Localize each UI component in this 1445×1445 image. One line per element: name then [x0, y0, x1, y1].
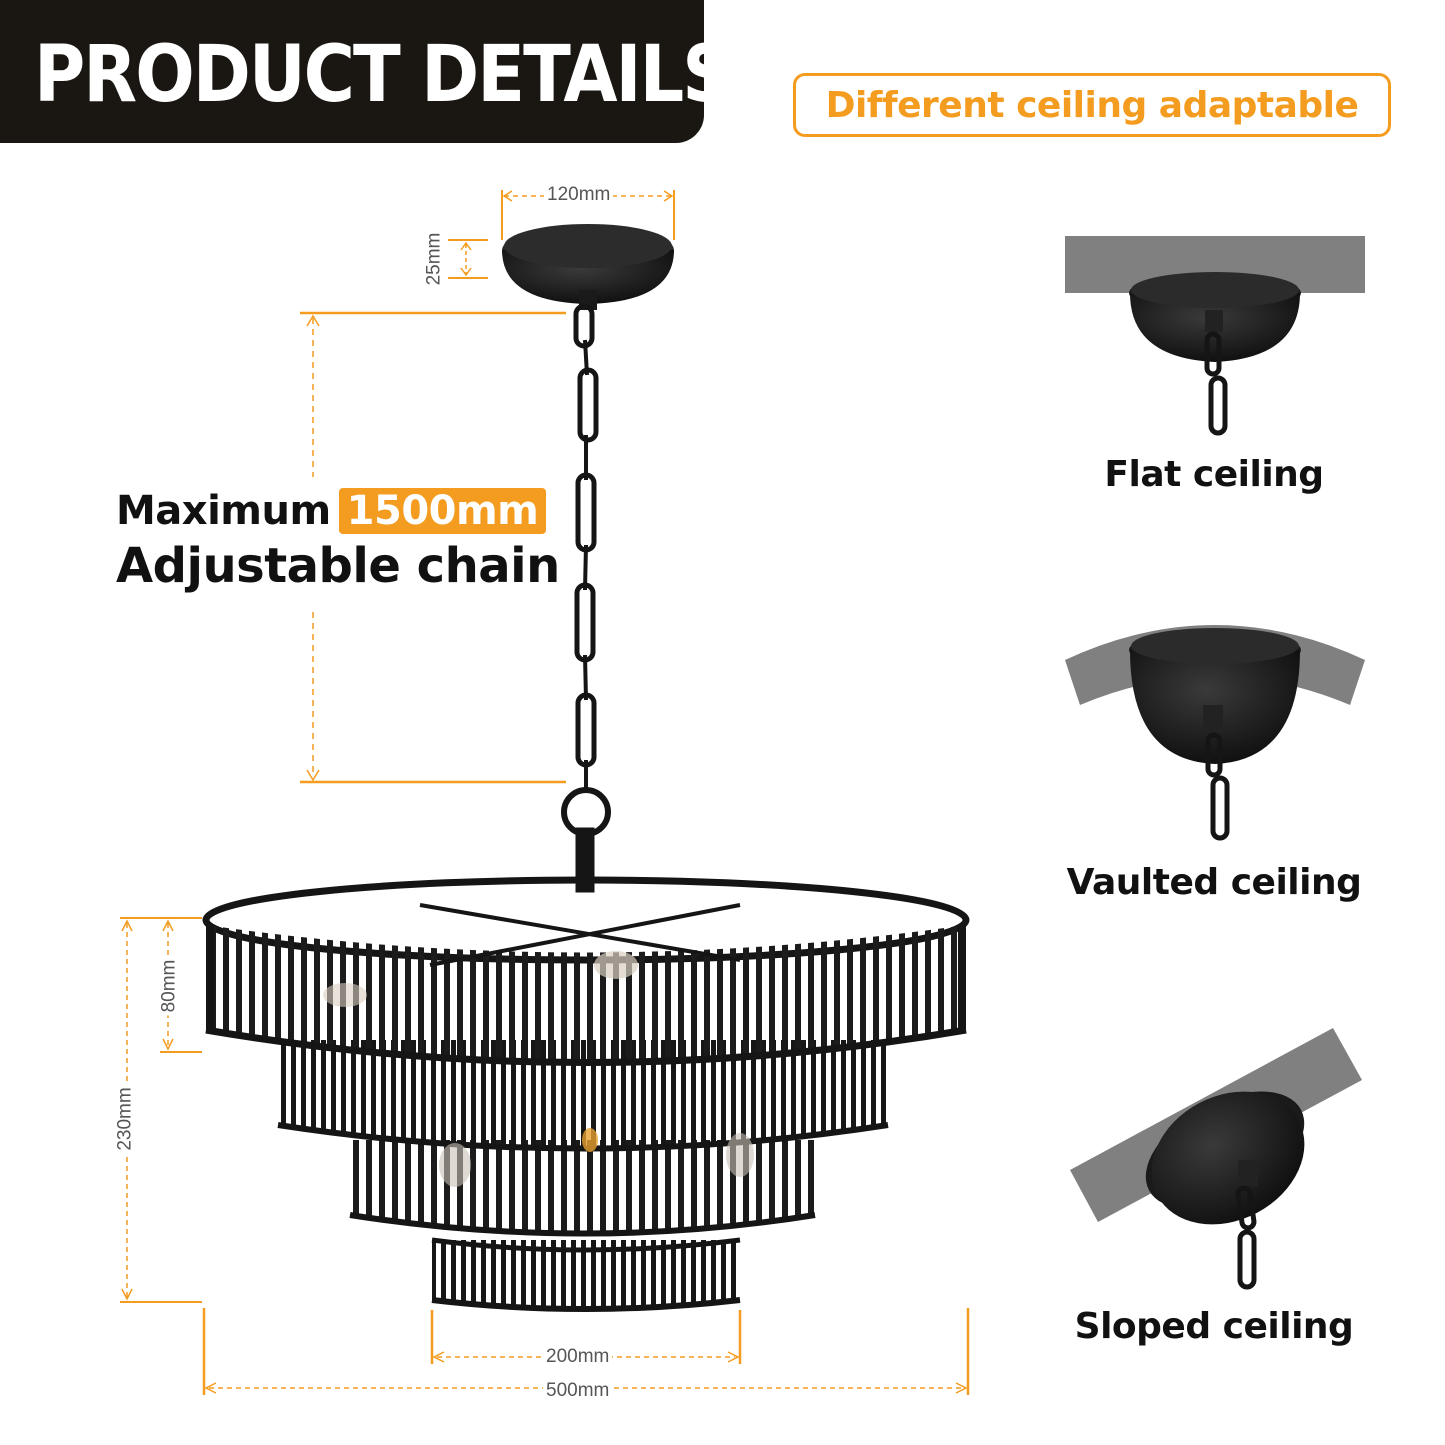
chain-max-value: 1500mm [338, 488, 547, 534]
flat-ceiling-label: Flat ceiling [1104, 454, 1324, 495]
ceiling-adaptable-text: Different ceiling adaptable [825, 84, 1359, 126]
chain-caption: Adjustable chain [116, 538, 560, 594]
bottom-diameter-label: 200mm [543, 1346, 613, 1368]
chain-info: Maximum 1500mm Adjustable chain [116, 488, 560, 594]
header-bar: PRODUCT DETAILS [0, 0, 733, 143]
canopy-height-label: 25mm [423, 229, 446, 289]
total-height-label: 230mm [114, 1084, 137, 1154]
sloped-ceiling-label: Sloped ceiling [1074, 1306, 1354, 1347]
chain [561, 303, 611, 893]
height-dimensions [120, 917, 202, 1303]
chain-max-prefix: Maximum [116, 488, 331, 534]
sloped-ceiling-icon [1070, 1028, 1362, 1290]
chandelier-body [202, 876, 970, 1312]
vaulted-ceiling-label: Vaulted ceiling [1066, 862, 1362, 903]
top-diameter-label: 500mm [543, 1380, 613, 1402]
canopy [502, 224, 674, 310]
ceiling-adaptable-badge: Different ceiling adaptable [793, 73, 1391, 137]
tier-height-label: 80mm [158, 956, 181, 1016]
canopy-width-label: 120mm [544, 184, 614, 206]
page-title: PRODUCT DETAILS [34, 28, 733, 120]
canopy-height-dimension [448, 239, 488, 279]
vaulted-ceiling-icon [1065, 625, 1365, 841]
flat-ceiling-icon [1065, 236, 1365, 436]
chain-length-dimension [300, 311, 566, 784]
